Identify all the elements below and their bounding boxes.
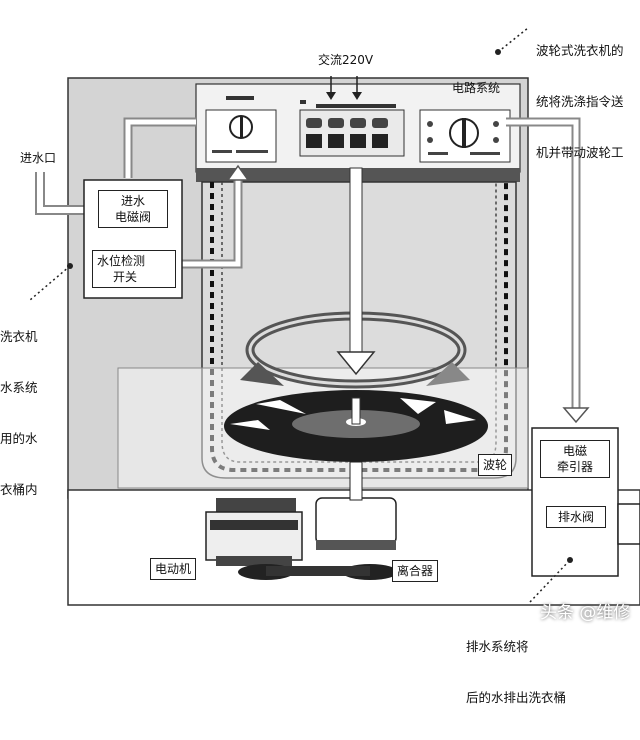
inlet-valve-label: 进水 电磁阀 [98,190,168,228]
diagram-graphics [29,27,640,606]
clutch-body [315,497,397,545]
circuit-label: 电路系统 [452,81,501,95]
top-right-note: 波轮式洗衣机的 统将洗涤指令送 机并带动波轮工 [536,43,624,160]
pulsator-label: 波轮 [478,454,513,476]
relay-block [299,109,405,157]
power-label: 交流220V [318,53,374,67]
left-note: 洗衣机 水系统 用的水 衣桶内 [0,329,38,497]
clutch-label: 离合器 [392,560,439,582]
motor-top [216,498,296,514]
washing-machine-diagram: 交流220V 电路系统 进水口 进水 电磁阀 水位检测 开关 波轮 电磁 牵引器… [0,27,640,705]
drive-belt [266,566,370,576]
water-level-switch-label: 水位检测 开关 [92,250,176,288]
inlet-label: 进水口 [20,151,57,165]
motor-body [205,511,303,561]
motor-label: 电动机 [150,558,197,580]
bottom-note: 排水系统将 后的水排出洗衣桶 [466,639,567,705]
watermark: 头条 @维修 [540,603,631,623]
drain-valve-label: 排水阀 [546,506,606,528]
traction-unit-label: 电磁 牵引器 [540,440,610,478]
